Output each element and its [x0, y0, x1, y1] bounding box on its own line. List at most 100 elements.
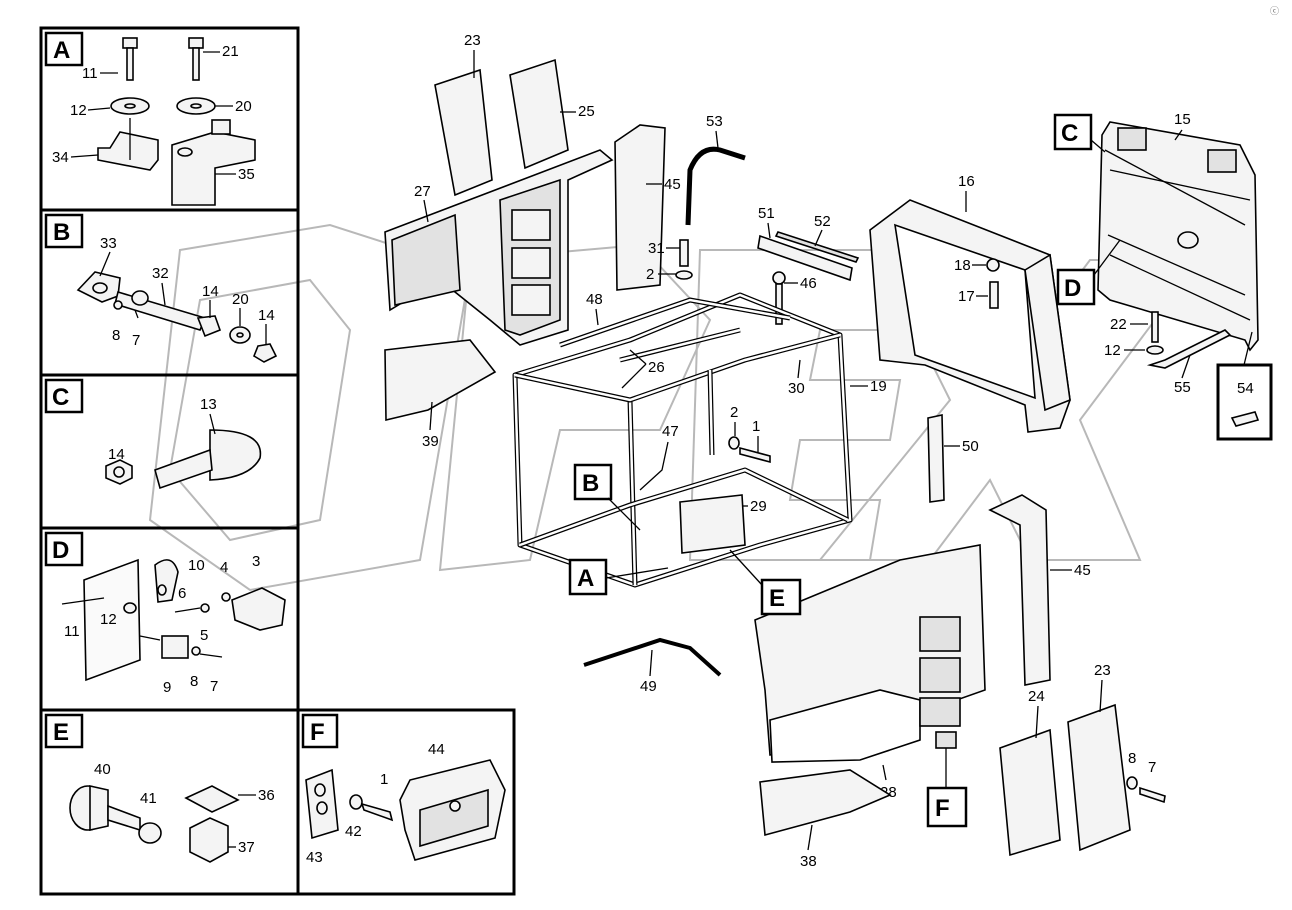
callout-b[interactable]: B: [573, 463, 641, 531]
label-2b: 2: [730, 404, 738, 421]
label-5: 5: [200, 627, 208, 644]
panel-c-tag[interactable]: [44, 378, 84, 414]
part-23-panel: [434, 68, 493, 197]
label-37: 37: [238, 839, 255, 856]
panel-a-tag[interactable]: [44, 31, 84, 67]
part-15-back-panel: [1097, 121, 1259, 352]
label-36: 36: [258, 787, 275, 804]
label-41: 41: [140, 790, 157, 807]
label-31: 31: [648, 240, 665, 257]
part-54-box: [1216, 363, 1273, 441]
part-51-bar: [757, 234, 853, 282]
label-30: 30: [788, 380, 805, 397]
label-50: 50: [962, 438, 979, 455]
part-38-panel: [759, 769, 892, 837]
callout-a[interactable]: A: [568, 558, 669, 596]
label-46: 46: [800, 275, 817, 292]
label-24: 24: [1028, 688, 1045, 705]
label-27: 27: [414, 183, 431, 200]
label-2: 2: [646, 266, 654, 283]
label-20: 20: [235, 98, 252, 115]
panel-d-tag[interactable]: [44, 531, 84, 567]
label-12b: 12: [1104, 342, 1121, 359]
svg-text:F: F: [935, 795, 950, 822]
label-45: 45: [664, 176, 681, 193]
label-34: 34: [52, 149, 69, 166]
label-6: 6: [178, 585, 186, 602]
part-28-side-console: [754, 544, 986, 763]
part-22-bolt: [1151, 311, 1159, 343]
part-24-panel: [999, 728, 1061, 857]
label-1: 1: [380, 771, 388, 788]
panel-b: B 33 32 14 20 14 8 7: [44, 213, 278, 363]
part-31-bolt: [679, 239, 689, 267]
label-33: 33: [100, 235, 117, 252]
panel-a-letter: A: [53, 37, 70, 64]
label-14: 14: [202, 283, 219, 300]
label-19: 19: [870, 378, 887, 395]
callout-d[interactable]: D: [1056, 239, 1121, 306]
label-8: 8: [190, 673, 198, 690]
label-18: 18: [954, 257, 971, 274]
callout-e[interactable]: E: [729, 549, 802, 616]
label-23: 23: [464, 32, 481, 49]
label-15: 15: [1174, 111, 1191, 128]
label-9: 9: [163, 679, 171, 696]
label-25: 25: [578, 103, 595, 120]
label-32: 32: [152, 265, 169, 282]
panel-e-tag[interactable]: [44, 713, 84, 749]
label-13: 13: [200, 396, 217, 413]
label-12: 12: [100, 611, 117, 628]
label-29: 29: [750, 498, 767, 515]
label-39: 39: [422, 433, 439, 450]
label-40: 40: [94, 761, 111, 778]
callout-f[interactable]: F: [926, 748, 968, 828]
label-11: 11: [64, 623, 80, 640]
label-7: 7: [132, 332, 140, 349]
part-12-washer: [1146, 345, 1164, 355]
part-25-panel: [509, 58, 569, 170]
part-1-bolt-right: [739, 446, 771, 464]
panel-c: C 13 14: [44, 378, 262, 490]
label-17: 17: [958, 288, 975, 305]
part-8-washer: [1126, 776, 1138, 790]
panel-f-tag[interactable]: [301, 713, 339, 749]
label-52: 52: [814, 213, 831, 230]
label-49: 49: [640, 678, 657, 695]
part-29-plate: [679, 494, 746, 554]
part-53-handle: [685, 146, 746, 226]
label-53: 53: [706, 113, 723, 130]
part-27-rear-frame: 27: [384, 149, 614, 346]
part-18-spacer: [986, 258, 1000, 272]
svg-text:A: A: [577, 565, 594, 592]
label-43: 43: [306, 849, 323, 866]
part-2-washer-right: [728, 436, 740, 450]
label-54: 54: [1237, 380, 1254, 397]
label-26: 26: [648, 359, 665, 376]
svg-text:B: B: [582, 470, 599, 497]
label-16: 16: [958, 173, 975, 190]
label-10: 10: [188, 557, 205, 574]
part-17-bolt: [989, 281, 999, 309]
label-45b: 45: [1074, 562, 1091, 579]
label-7: 7: [210, 678, 218, 695]
part-55-strut: [1146, 329, 1232, 369]
part-23-panel-lower: [1067, 703, 1131, 852]
callout-c[interactable]: C: [1053, 113, 1106, 153]
label-42: 42: [345, 823, 362, 840]
label-14: 14: [108, 446, 125, 463]
svg-text:C: C: [1061, 120, 1078, 147]
part-46-eyebolt: [772, 271, 786, 285]
panel-e-letter: E: [53, 719, 69, 746]
label-21: 21: [222, 43, 239, 60]
panel-e: E 40 41 36 37: [44, 713, 275, 863]
label-1: 1: [752, 418, 760, 435]
panel-f-letter: F: [310, 719, 325, 746]
panel-c-letter: C: [52, 384, 69, 411]
panel-b-letter: B: [53, 219, 70, 246]
part-45-pillar: [614, 124, 666, 291]
part-50-strip: [927, 414, 945, 503]
panel-b-tag[interactable]: [44, 213, 84, 249]
part-39-panel: [384, 339, 497, 422]
